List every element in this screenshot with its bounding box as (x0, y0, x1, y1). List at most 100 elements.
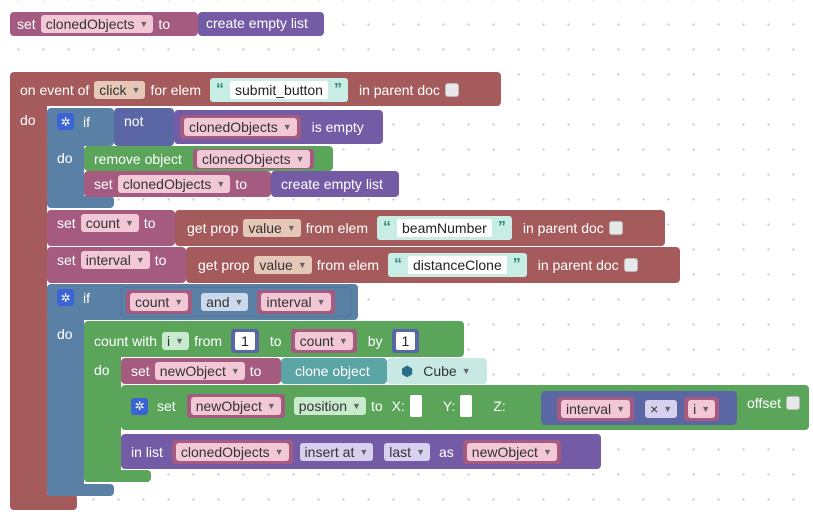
variable-dropdown[interactable]: interval▼ (80, 251, 150, 269)
variable-dropdown[interactable]: interval▼ (561, 400, 631, 418)
variable-block[interactable]: count▼ (290, 329, 357, 353)
property-dropdown[interactable]: value▼ (243, 219, 301, 237)
chevron-down-icon: ▼ (416, 447, 425, 457)
insert-mode-dropdown[interactable]: insert at▼ (299, 443, 374, 461)
loop-variable-dropdown[interactable]: i▼ (162, 332, 190, 350)
variable-dropdown[interactable]: count▼ (130, 293, 189, 311)
gear-icon[interactable]: ✲ (57, 289, 74, 306)
variable-block[interactable]: clonedObjects▼ (180, 115, 301, 139)
object-dropdown[interactable]: Cube▼ (418, 362, 476, 380)
chevron-down-icon: ▼ (461, 366, 471, 376)
number-field[interactable]: 1 (395, 332, 416, 350)
chevron-down-icon: ▼ (175, 336, 185, 346)
variable-block[interactable]: count▼ (126, 290, 193, 314)
set-label: set (57, 252, 76, 268)
y-label: Y: (442, 398, 456, 414)
variable-dropdown[interactable]: i▼ (688, 400, 716, 418)
variable-block[interactable]: newObject▼ (462, 440, 561, 464)
string-block-submit-button[interactable]: “submit_button” (210, 78, 348, 102)
count-with-label: count with (94, 333, 158, 349)
x-label: X: (391, 398, 405, 414)
to-label: to (143, 215, 156, 231)
chevron-down-icon: ▼ (316, 297, 326, 307)
property-dropdown[interactable]: value▼ (254, 256, 312, 274)
from-elem-label: from elem (305, 220, 368, 236)
if-block-2-footer (47, 484, 114, 496)
quote-close-icon: ” (497, 219, 506, 236)
variable-block[interactable]: clonedObjects▼ (171, 440, 293, 464)
chevron-down-icon: ▼ (124, 218, 134, 228)
quote-close-icon: ” (333, 81, 342, 98)
if-label: if (83, 289, 90, 306)
variable-dropdown[interactable]: clonedObjects▼ (184, 118, 297, 136)
chevron-down-icon: ▼ (701, 404, 711, 414)
offset-checkbox[interactable] (786, 396, 800, 410)
from-elem-label: from elem (316, 257, 379, 273)
variable-block[interactable]: interval▼ (257, 290, 335, 314)
from-label: from (194, 333, 223, 349)
is-empty-label: is empty (311, 119, 364, 135)
set-label: set (94, 176, 113, 192)
do-label: do (57, 326, 73, 342)
do-label: do (94, 362, 110, 378)
to-label: to (158, 16, 171, 32)
chevron-down-icon: ▼ (286, 223, 296, 233)
variable-block[interactable]: newObject▼ (186, 394, 285, 418)
number-block-by[interactable]: 1 (391, 329, 420, 353)
clone-object-block[interactable] (281, 358, 387, 384)
variable-block[interactable]: i▼ (684, 397, 720, 421)
property-dropdown[interactable]: position▼ (293, 397, 366, 415)
element-id-field[interactable]: beamNumber (397, 219, 492, 237)
not-block[interactable] (114, 108, 174, 146)
in-parent-doc-checkbox[interactable] (444, 83, 459, 97)
variable-dropdown[interactable]: clonedObjects▼ (117, 175, 231, 193)
in-parent-doc-label: in parent doc (537, 257, 619, 273)
chevron-down-icon: ▼ (297, 260, 307, 270)
variable-dropdown[interactable]: newObject▼ (190, 397, 281, 415)
not-label: not (124, 113, 144, 129)
chevron-down-icon: ▼ (663, 404, 673, 414)
gear-icon[interactable]: ✲ (57, 113, 74, 130)
in-parent-doc-checkbox[interactable] (608, 221, 623, 235)
quote-open-icon: “ (383, 219, 391, 236)
create-empty-list-block-2[interactable] (271, 171, 399, 197)
variable-dropdown[interactable]: count▼ (294, 332, 353, 350)
for-elem-label: for elem (150, 82, 202, 98)
variable-dropdown[interactable]: newObject▼ (154, 362, 245, 380)
chevron-down-icon: ▼ (230, 366, 240, 376)
chevron-down-icon: ▼ (135, 255, 145, 265)
variable-dropdown[interactable]: clonedObjects▼ (196, 150, 310, 168)
position-dropdown[interactable]: last▼ (384, 443, 430, 461)
variable-dropdown[interactable]: count▼ (80, 214, 139, 232)
variable-dropdown[interactable]: interval▼ (261, 293, 331, 311)
set-label: set (57, 215, 76, 231)
create-empty-list-block[interactable] (198, 12, 324, 36)
y-input-socket[interactable] (460, 395, 473, 417)
variable-dropdown[interactable]: clonedObjects▼ (40, 15, 154, 33)
set-label: set (157, 398, 176, 414)
number-block-from[interactable]: 1 (231, 329, 259, 353)
chevron-down-icon: ▼ (352, 401, 361, 411)
number-field[interactable]: 1 (235, 332, 255, 350)
variable-block[interactable]: interval▼ (557, 397, 635, 421)
in-parent-doc-checkbox[interactable] (623, 258, 638, 272)
element-id-field[interactable]: distanceClone (408, 256, 507, 274)
string-block-beamnumber[interactable]: “ beamNumber ” (377, 216, 512, 240)
chevron-down-icon: ▼ (174, 297, 184, 307)
chevron-down-icon: ▼ (274, 447, 284, 457)
offset-label: offset (747, 395, 781, 411)
math-operator-dropdown[interactable]: ×▼ (645, 400, 678, 418)
chevron-down-icon: ▼ (216, 179, 226, 189)
element-id-field[interactable]: submit_button (230, 81, 328, 99)
x-input-socket[interactable] (409, 395, 422, 417)
string-block-distanceclone[interactable]: “distanceClone” (388, 253, 527, 277)
variable-block[interactable]: clonedObjects▼ (192, 149, 314, 169)
event-type-dropdown[interactable]: click▼ (94, 81, 146, 99)
chevron-down-icon: ▼ (139, 19, 149, 29)
on-event-of-label: on event of (20, 82, 90, 98)
variable-dropdown[interactable]: newObject▼ (466, 443, 557, 461)
logic-operator-dropdown[interactable]: and▼ (201, 293, 249, 311)
chevron-down-icon: ▼ (359, 447, 369, 457)
variable-dropdown[interactable]: clonedObjects▼ (175, 443, 289, 461)
gear-icon[interactable]: ✲ (131, 397, 148, 415)
